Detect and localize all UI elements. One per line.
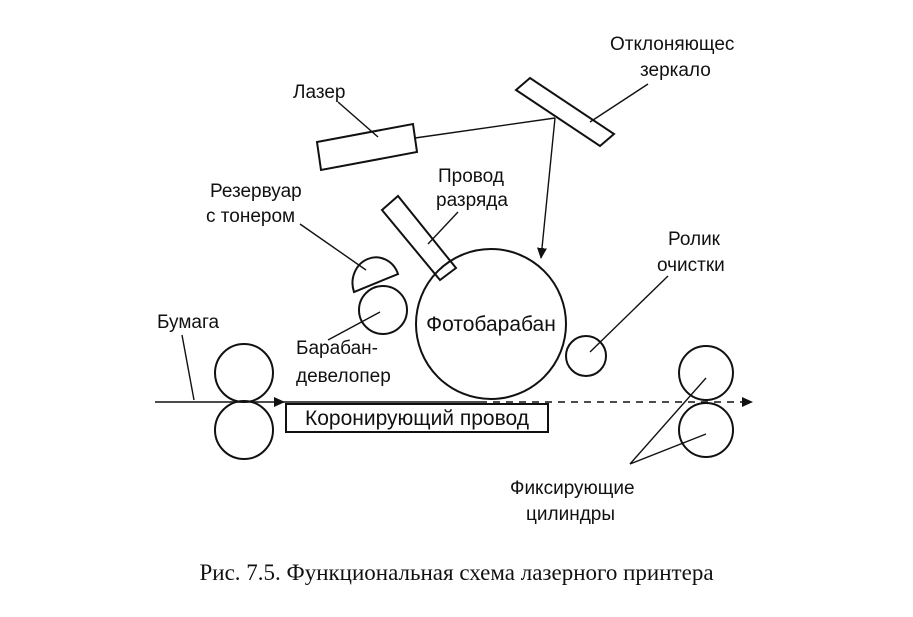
toner-reservoir <box>351 256 400 294</box>
fuser-cylinder-top <box>678 345 734 401</box>
fuser-label-line2: цилиндры <box>526 504 615 525</box>
laser-leader-line <box>337 101 379 138</box>
laser-label: Лазер <box>293 82 345 103</box>
developer-leader-line <box>327 311 381 341</box>
mirror-leader-line <box>589 83 649 123</box>
mirror-label-line1: Отклоняющес <box>610 34 734 55</box>
toner-label-line1: Резервуар <box>210 181 302 202</box>
feed-roller-bottom <box>214 400 274 460</box>
transfer-corona-box <box>285 403 549 433</box>
reflected-beam-arrow <box>537 117 556 259</box>
charge-wire-label-line1: Провод <box>438 166 504 187</box>
fuser-cylinder-bottom <box>678 402 734 458</box>
developer-drum <box>358 285 408 335</box>
cleaning-leader-line <box>589 275 669 353</box>
paper-leader-line <box>181 334 195 401</box>
charge-wire-label-line2: разряда <box>436 190 508 211</box>
developer-label-line2: девелопер <box>296 366 391 387</box>
cleaning-label-line2: очистки <box>657 255 725 276</box>
fuser-label-line1: Фиксирующие <box>510 478 635 499</box>
charge-wire <box>380 194 458 282</box>
cleaning-label-line1: Ролик <box>668 229 721 250</box>
photodrum <box>415 248 567 400</box>
cleaning-roller <box>565 335 607 377</box>
feed-roller-top <box>214 343 274 403</box>
laser <box>315 122 419 172</box>
transfer-corona-label: Коронирующий провод <box>305 407 529 430</box>
photodrum-label: Фотобарабан <box>426 313 556 336</box>
fuser-leader-line-top <box>629 377 707 465</box>
toner-leader-line <box>299 223 367 271</box>
figure-caption: Рис. 7.5. Функциональная схема лазерного… <box>199 560 714 585</box>
toner-label-line2: с тонером <box>206 206 295 227</box>
charge-wire-leader-line <box>427 211 459 245</box>
paper-label: Бумага <box>157 312 219 333</box>
developer-label-line1: Барабан- <box>296 338 378 359</box>
laser-beam <box>414 117 556 139</box>
fuser-leader-line-bottom <box>629 433 707 465</box>
mirror-label-line2: зеркало <box>640 60 711 81</box>
deflecting-mirror <box>514 76 616 148</box>
